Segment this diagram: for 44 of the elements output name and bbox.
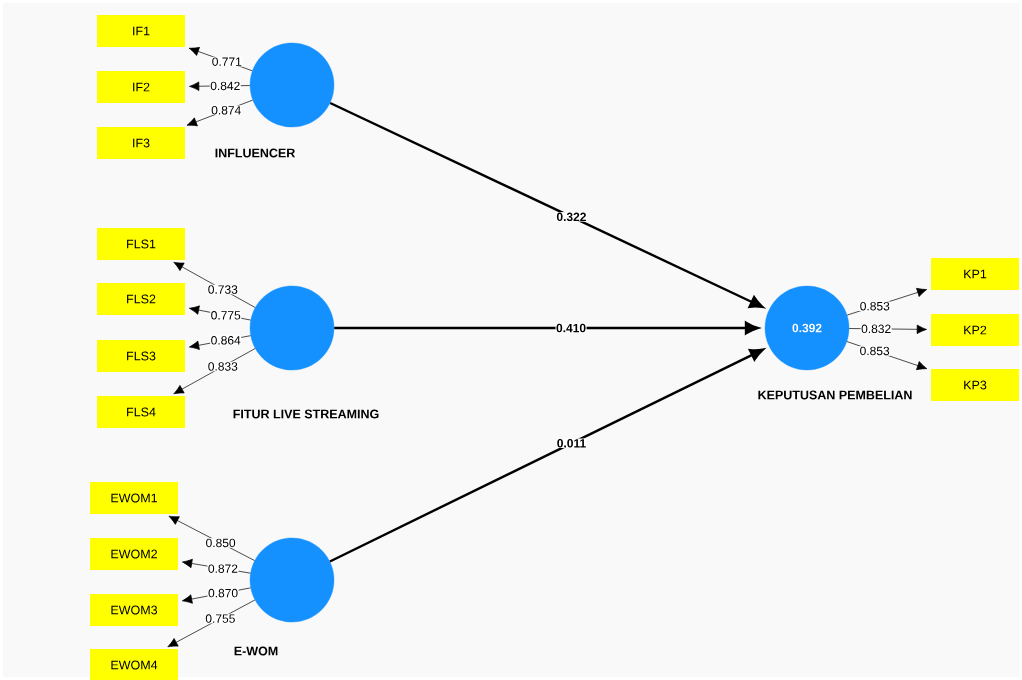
edge-label: 0.833 <box>207 361 239 372</box>
variable-name: E-WOM <box>234 646 278 656</box>
edge-label: 0.733 <box>207 284 239 295</box>
indicator-box: KP1 <box>931 258 1019 290</box>
edge-label: 0.775 <box>210 310 242 320</box>
variable-name: KEPUTUSAN PEMBELIAN <box>758 390 912 400</box>
edge-label: 0.874 <box>210 105 242 115</box>
edge-label: 0.322 <box>555 212 587 222</box>
arrow <box>329 348 764 563</box>
indicator-box: FLS3 <box>97 340 185 372</box>
indicator-box: FLS2 <box>97 283 185 315</box>
indicator-box: KP3 <box>931 369 1019 401</box>
edge-label: 0.870 <box>207 588 239 598</box>
indicator-box: FLS1 <box>97 228 185 260</box>
arrow <box>334 321 759 335</box>
edge-label: 0.864 <box>210 335 242 346</box>
arrow <box>167 599 256 648</box>
edge-label: 0.872 <box>207 563 239 574</box>
indicator-box: EWOM3 <box>90 594 178 626</box>
edge-label: 0.771 <box>211 56 243 67</box>
indicator-box: IF1 <box>97 15 185 47</box>
arrow <box>173 261 256 308</box>
edge-label: 0.853 <box>859 346 891 356</box>
indicator-box: IF2 <box>97 71 185 103</box>
edge-label: 0.755 <box>204 613 236 624</box>
indicator-box: FLS4 <box>97 396 185 428</box>
indicator-box: EWOM2 <box>90 538 178 570</box>
arrow <box>168 515 255 561</box>
edge-label: 0.832 <box>860 324 892 334</box>
indicator-box: EWOM4 <box>90 649 178 680</box>
indicator-box: EWOM1 <box>90 482 178 514</box>
edge-label: 0.011 <box>556 438 587 448</box>
arrow <box>173 348 256 395</box>
arrow <box>188 47 253 72</box>
variable-name: FITUR LIVE STREAMING <box>233 409 379 419</box>
indicator-box: KP2 <box>931 314 1019 346</box>
variable-name: INFLUENCER <box>215 148 295 158</box>
arrow <box>329 101 764 309</box>
arrow <box>186 99 253 127</box>
edge-label: 0.850 <box>205 538 237 548</box>
edge-label: 0.842 <box>209 81 241 91</box>
edge-label: 0.853 <box>859 301 891 311</box>
indicator-box: IF3 <box>97 127 185 159</box>
edge-label: 0.410 <box>555 323 587 333</box>
